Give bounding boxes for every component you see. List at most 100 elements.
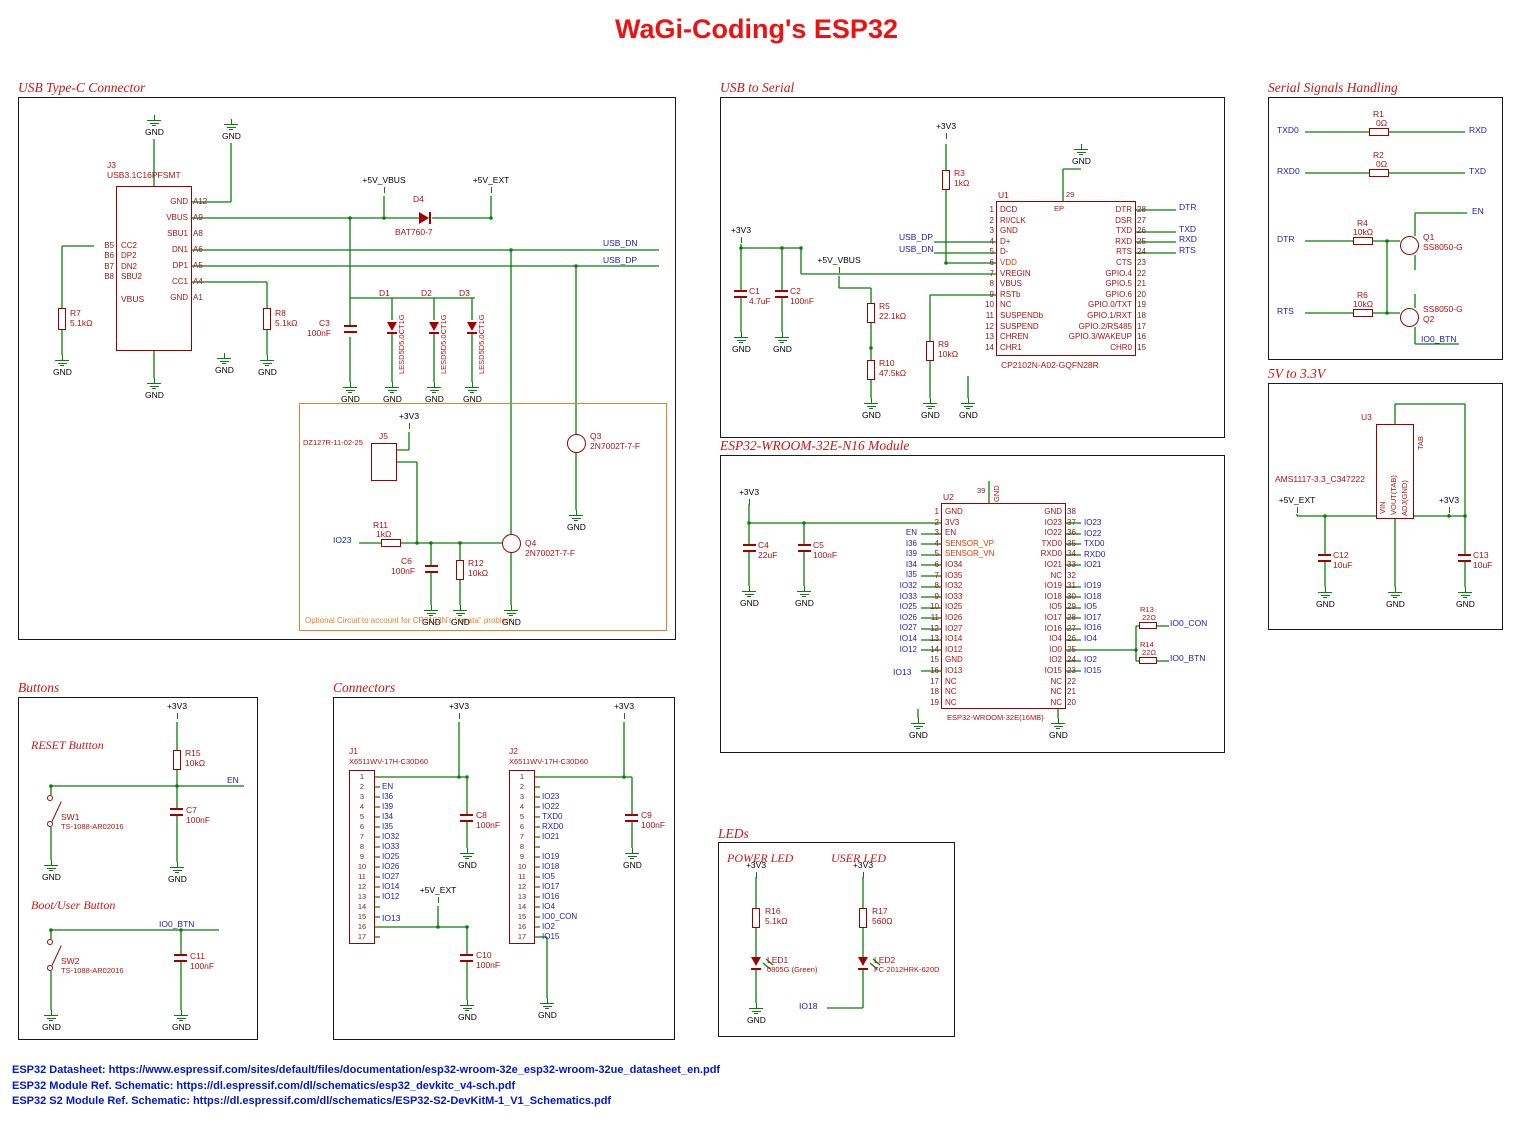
net-rxd: RXD — [1469, 125, 1487, 135]
resistor-r2 — [1369, 169, 1389, 177]
page-title: WaGi-Coding's ESP32 — [615, 14, 898, 44]
resistor-r14 — [1139, 657, 1157, 664]
net-label: IO25 — [382, 852, 400, 861]
tvs-d2-bar — [429, 332, 439, 334]
net-label: IO22 — [1084, 528, 1102, 538]
connector-j2-body — [509, 770, 535, 944]
net-label: IO18 — [542, 862, 560, 871]
net-label: IO14 — [899, 633, 917, 643]
section-buttons: RESET Buttton +3V3 R15 10kΩ EN C7 100nF … — [18, 697, 258, 1040]
pin-number: 8 — [359, 842, 365, 851]
pin-number: 9 — [359, 852, 365, 861]
net-io0-btn: IO0_BTN — [159, 919, 195, 929]
pin-number: 4 — [519, 802, 525, 811]
pin-row: 13 CHREN — [985, 332, 1029, 342]
net-io13: IO13 — [893, 667, 912, 677]
power-flag-3v3: +3V3 — [435, 702, 483, 719]
net-rts: RTS — [1277, 306, 1294, 316]
j1-ref: J1 — [349, 746, 358, 756]
capacitor-c2 — [775, 290, 788, 298]
r4-val: 10kΩ — [1353, 227, 1374, 237]
pin-row: GPIO.6 20 — [1105, 289, 1146, 299]
net-label: IO19 — [1084, 581, 1102, 590]
u1-ep-pin: EP — [1054, 204, 1065, 213]
gnd-symbol: GND — [463, 382, 482, 403]
ams1117-body — [1376, 424, 1414, 519]
r4-ref: R4 — [1357, 218, 1368, 228]
gnd-symbol: GND — [258, 355, 277, 376]
r11-ref: R11 — [373, 520, 388, 530]
c10-val: 100nF — [476, 960, 501, 970]
j1-part: X6511WV-17H-C30D60 — [349, 757, 429, 766]
pin-number: 5 — [359, 812, 365, 821]
pin-row: 18 NC — [930, 687, 957, 697]
pin-number: 16 — [357, 922, 367, 931]
gnd-symbol: GND — [1456, 587, 1475, 608]
section-title-esp32-module: ESP32-WROOM-32E-N16 Module — [720, 438, 910, 453]
pin-row: 4 D+ — [989, 236, 1011, 246]
net-label: I35 — [905, 570, 917, 580]
u2-part: ESP32-WROOM-32E(16MB) — [947, 713, 1044, 722]
pin-number: 12 — [517, 882, 527, 891]
gnd-symbol: GND — [909, 718, 928, 739]
u3-pin-adj: ADJ(GND) — [1400, 480, 1409, 516]
resistor-r3 — [942, 170, 950, 190]
connector-j1-body — [349, 770, 375, 944]
net-label: I39 — [382, 802, 394, 811]
resistor-r12 — [456, 560, 464, 580]
pin-row: IO0 25 — [1049, 644, 1076, 654]
pin-number: 17 — [517, 932, 527, 941]
pin-row: GPIO.5 21 — [1105, 279, 1146, 289]
switch-sw1-contact — [47, 795, 53, 801]
net-label: IO27 — [382, 872, 400, 881]
net-label: I34 — [382, 812, 394, 821]
reset-button-title: RESET Buttton — [31, 738, 104, 752]
gnd-symbol: GND — [959, 398, 978, 419]
c13-val: 10uF — [1473, 560, 1493, 570]
c4-val: 22uF — [758, 550, 778, 560]
net-rts: RTS — [1179, 245, 1196, 255]
net-label: IO5 — [1084, 602, 1097, 612]
net-label: IO17 — [542, 882, 560, 891]
pin-row: 10 NC — [985, 300, 1012, 310]
q1-ref: Q1 — [1423, 232, 1435, 242]
pin-number: 2 — [519, 782, 525, 791]
u3-pin-tab: TAB — [1416, 435, 1425, 450]
net-rxd: RXD — [1179, 234, 1197, 244]
pin-row: TXD0 35 — [1041, 538, 1076, 548]
pin-row: 10 IO25 — [930, 602, 963, 612]
net-label: RXD0 — [1084, 549, 1106, 559]
q2-ref: Q2 — [1423, 314, 1435, 324]
net-label: IO17 — [1084, 612, 1102, 622]
pin-row: RXD0 34 — [1040, 549, 1076, 559]
net-label: IO23 — [542, 792, 560, 801]
r5-ref: R5 — [879, 301, 890, 311]
pin-number: 11 — [358, 872, 366, 881]
led1-diode — [751, 957, 761, 966]
gnd-symbol: GND — [172, 1010, 191, 1031]
section-title-usb-to-serial: USB to Serial — [720, 80, 795, 95]
r11-val: 1kΩ — [376, 529, 392, 539]
resistor-r1 — [1369, 128, 1389, 136]
net-label: IO25 — [899, 602, 917, 612]
net-label: I36 — [905, 538, 917, 548]
transistor-q2 — [1400, 308, 1419, 327]
c1-val: 4.7uF — [749, 296, 771, 306]
c4-ref: C4 — [758, 540, 769, 550]
d2-ref: D2 — [421, 288, 432, 298]
sw2-ref: SW2 — [61, 956, 80, 966]
net-label: IO32 — [382, 832, 400, 841]
pin-row: IO22 36 — [1044, 528, 1076, 538]
pin-number: 10 — [357, 862, 367, 871]
net-label: I36 — [382, 792, 394, 801]
gnd-symbol: GND — [1072, 144, 1091, 165]
net-label: EN — [382, 782, 394, 791]
pin-row: 7 VREGIN — [989, 268, 1031, 278]
net-en: EN — [227, 775, 239, 785]
